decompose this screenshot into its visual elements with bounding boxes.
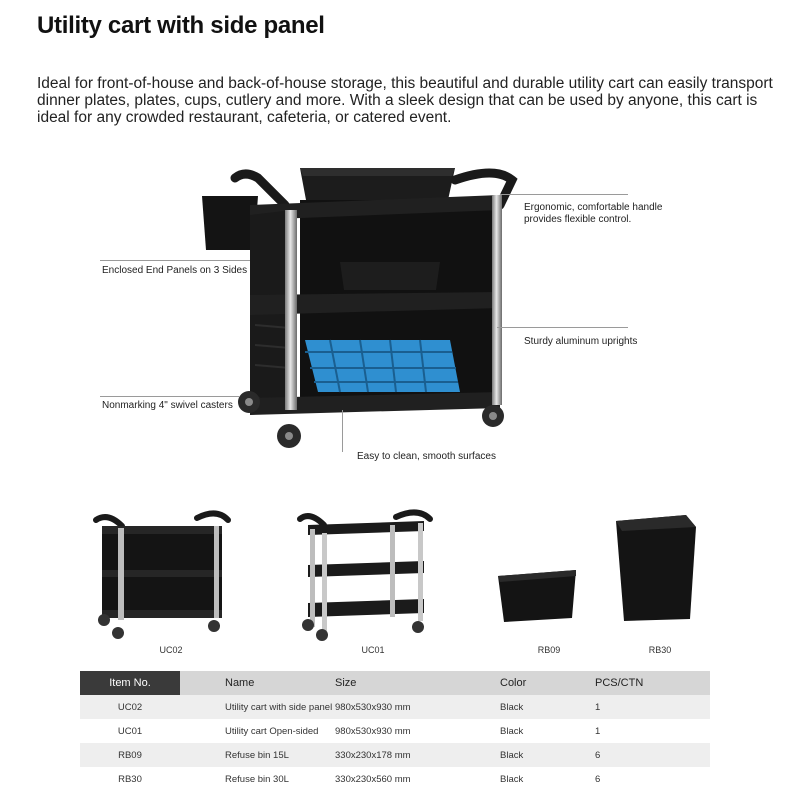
product-caption: UC02 — [159, 645, 183, 655]
callout-line-surfaces — [342, 410, 343, 452]
cell-color: Black — [500, 743, 595, 767]
cell-size: 330x230x178 mm — [335, 743, 500, 767]
callout-casters: Nonmarking 4" swivel casters — [102, 400, 233, 411]
cell-name: Refuse bin 15L — [180, 743, 335, 767]
cell-name: Utility cart Open-sided — [225, 725, 319, 737]
spec-table-header: Item No. Name Size Color PCS/CTN — [80, 671, 710, 695]
cell-size: 330x230x560 mm — [335, 773, 411, 785]
cell-color: Black — [500, 725, 524, 737]
callout-line-panels — [100, 260, 250, 261]
callout-line-handle — [500, 194, 628, 195]
cell-pcs-ctn: 1 — [595, 695, 710, 719]
page-title: Utility cart with side panel — [37, 12, 325, 39]
cell-item-no: UC01 — [117, 725, 143, 737]
table-row: UC02 Utility cart with side panel 980x53… — [80, 695, 710, 719]
table-row: RB09 Refuse bin 15L 330x230x178 mm Black… — [80, 743, 710, 767]
callout-surfaces: Easy to clean, smooth surfaces — [357, 451, 496, 462]
product-caption: RB30 — [648, 645, 672, 655]
callout-handle-line1: Ergonomic, comfortable handle — [524, 202, 663, 213]
header-pcs-ctn: PCS/CTN — [595, 671, 710, 695]
header-name: Name — [180, 671, 335, 695]
cell-pcs-ctn: 6 — [595, 743, 710, 767]
product-image-uc01 — [297, 509, 433, 641]
callout-line-uprights — [497, 327, 628, 328]
header-item-no: Item No. — [80, 671, 180, 695]
product-caption: UC01 — [361, 645, 385, 655]
cell-pcs-ctn: 1 — [595, 725, 601, 737]
cell-size: 980x530x930 mm — [335, 695, 500, 719]
product-image-uc02 — [93, 510, 231, 639]
callout-handle: Ergonomic, comfortable handle provides f… — [524, 202, 662, 226]
callout-handle-line2: provides flexible control. — [524, 214, 632, 225]
hero-cart-image — [202, 168, 518, 448]
cell-color: Black — [500, 773, 524, 785]
cell-pcs-ctn: 6 — [595, 773, 601, 785]
callout-panels: Enclosed End Panels on 3 Sides — [102, 265, 248, 276]
product-caption: RB09 — [537, 645, 561, 655]
cell-item-no: UC02 — [80, 695, 180, 719]
product-image-rb09 — [498, 570, 576, 622]
intro-paragraph: Ideal for front-of-house and back-of-hou… — [37, 75, 773, 126]
spec-table: Item No. Name Size Color PCS/CTN UC02 Ut… — [80, 671, 710, 791]
product-image-rb30 — [616, 515, 696, 621]
table-row: UC01 Utility cart Open-sided 980x530x930… — [80, 719, 710, 743]
callout-uprights: Sturdy aluminum uprights — [524, 336, 638, 347]
callout-line-casters — [100, 396, 240, 397]
cell-color: Black — [500, 695, 595, 719]
table-row: RB30 Refuse bin 30L 330x230x560 mm Black… — [80, 767, 710, 791]
cell-name: Refuse bin 30L — [225, 773, 289, 785]
header-size: Size — [335, 671, 500, 695]
cell-name: Utility cart with side panel — [180, 695, 335, 719]
header-color: Color — [500, 671, 595, 695]
cell-item-no: RB09 — [80, 743, 180, 767]
cell-item-no: RB30 — [118, 773, 142, 785]
cell-size: 980x530x930 mm — [335, 725, 411, 737]
